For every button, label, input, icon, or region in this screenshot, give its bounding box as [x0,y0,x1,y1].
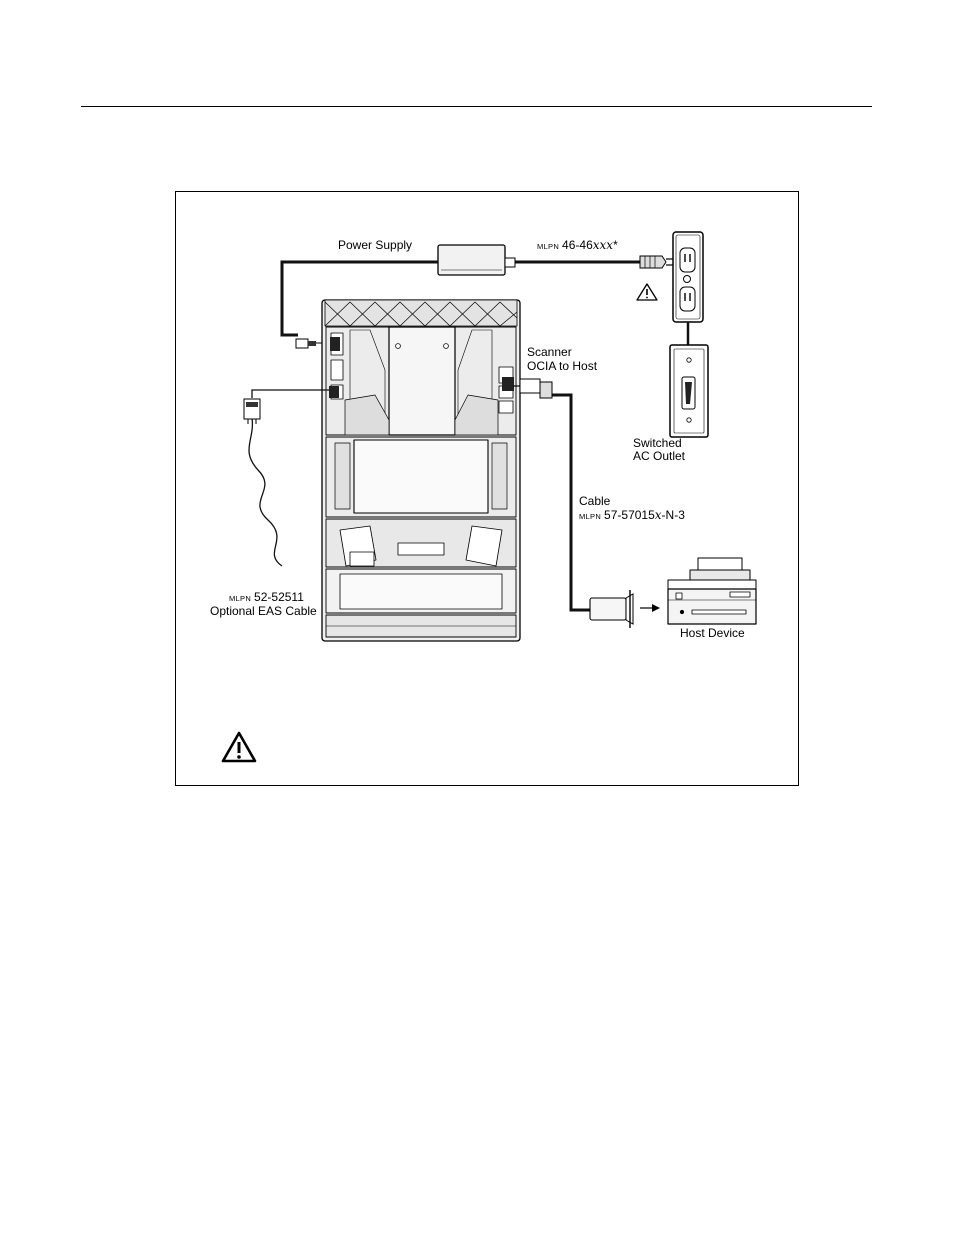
ocia-to-host-label: OCIA to Host [527,360,597,373]
mlpn-prefix: MLPN [229,594,251,603]
mlpn-prefix: MLPN [579,512,601,521]
optional-eas-cable-label: Optional EAS Cable [210,605,317,618]
eas-cable [249,390,329,566]
warning-triangle-icon [637,284,657,300]
scanner-label: Scanner [527,346,572,359]
host-device-label: Host Device [680,627,745,640]
part-variable: x [655,508,662,522]
power-supply [438,245,505,275]
part-suffix: * [613,238,618,252]
warning-triangle-icon [221,731,257,763]
part-base: 57-57015 [604,508,655,522]
cable-label: Cable [579,495,610,508]
wall-outlet [673,232,703,322]
host-cable-connector-host [590,590,633,628]
wall-switch [670,345,708,437]
ac-outlet-label: AC Outlet [633,450,685,463]
connection-arrow-icon [640,604,660,612]
part-suffix: -N-3 [662,508,685,522]
scanner-body [322,300,520,641]
part-base: 52-52511 [254,590,304,604]
power-supply-label: Power Supply [338,239,412,252]
part-base: 46-46 [562,238,593,252]
host-device [668,558,756,624]
part-variable: xxx [593,238,613,252]
mlpn-prefix: MLPN [537,242,559,251]
